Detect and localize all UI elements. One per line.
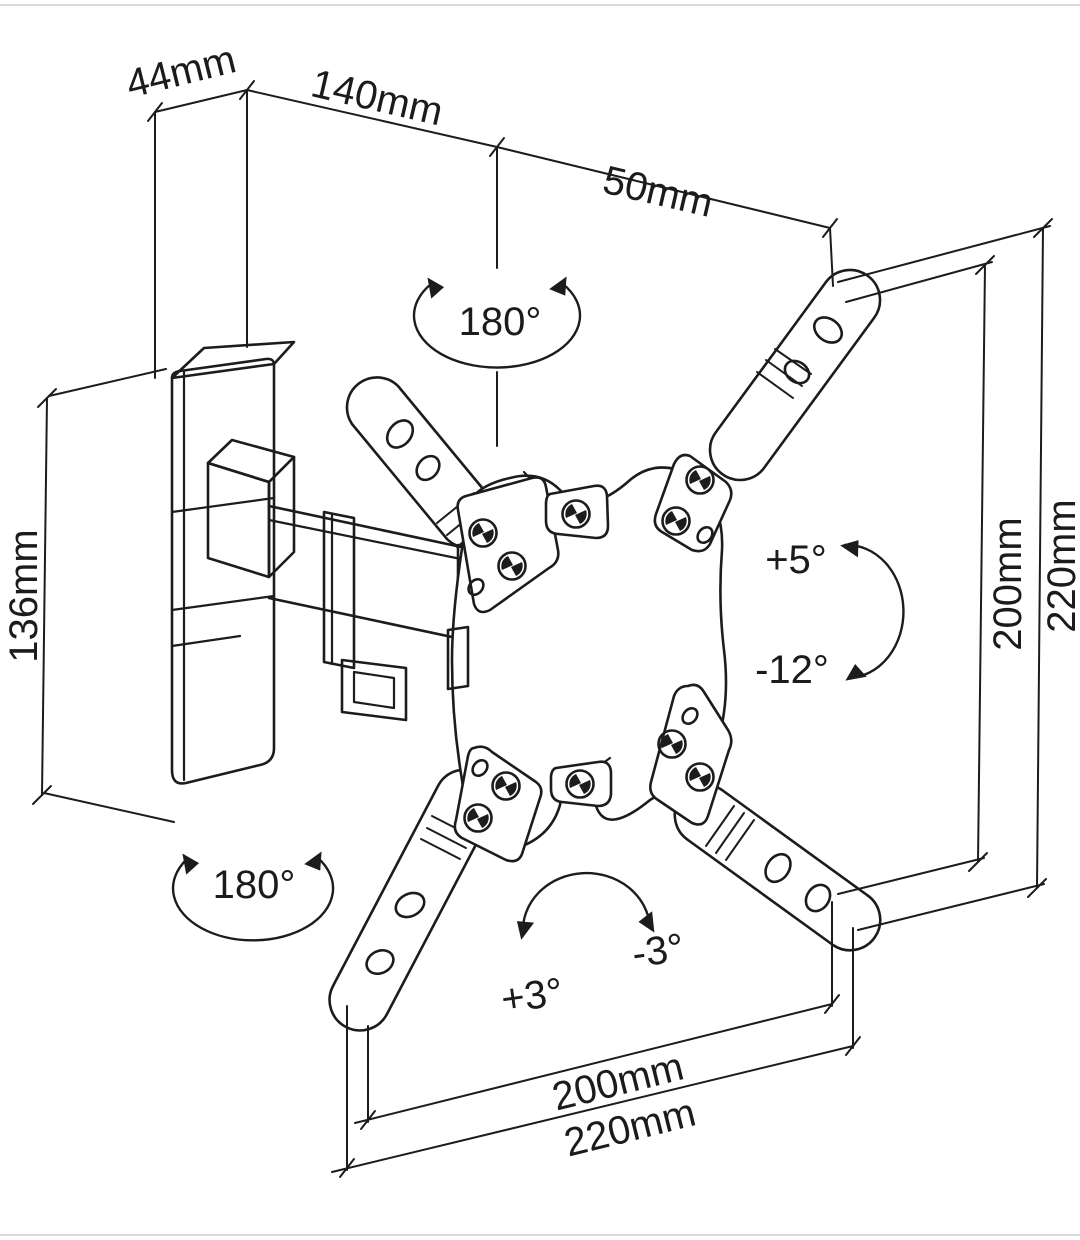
arm-hole [812,316,844,344]
vesa-pad-top-center [544,484,610,540]
arm-hole [415,454,441,482]
top-edge-artifact [0,4,1080,6]
wall-plate-top-face [170,340,296,380]
dimension-left-height [32,368,175,823]
level-adjust-arc [511,871,663,944]
arm-hole [783,359,811,385]
pivot-block-front [206,461,271,579]
rotation-label-bottom: 180° [212,863,296,907]
mounting-arm [206,438,482,722]
small-hole [471,758,489,778]
wall-plate-front-face [170,357,276,785]
tilt-label-up: +5° [765,538,827,582]
dimension-bottom-horizontal [331,901,861,1178]
arm-hole [804,883,832,913]
dim-label-vertical-inner: 200mm [986,517,1030,651]
beam-strap [322,510,356,670]
swivel-arc-top [412,270,582,369]
vesa-pad-bottom-right [649,683,733,826]
swivel-arc-bottom [171,845,335,942]
motion-arrows [171,270,905,944]
vesa-plate [446,453,733,863]
small-hole [696,525,714,545]
arm-hole [394,891,426,919]
fold-lines [705,805,755,861]
vesa-pad-bottom-left [453,745,543,863]
hinge-knuckle [446,625,470,691]
small-hole [681,706,699,726]
dimension-right-vertical [837,218,1053,931]
dimension-lines [32,80,1053,1178]
small-hole [467,577,485,597]
cable-hook [340,658,408,722]
dim-label-wall-height: 136mm [2,529,46,663]
vesa-pad-top-right [653,453,733,553]
level-label-left: +3° [498,969,566,1023]
fold-lines [756,348,812,399]
arm-hole [764,852,792,884]
tilt-label-down: -12° [755,648,829,692]
vesa-arm-top-right [708,268,882,482]
rotation-label-top: 180° [458,300,542,344]
bottom-edge-artifact [0,1234,1080,1236]
level-label-right: -3° [629,925,687,977]
dim-label-vertical-outer: 220mm [1040,499,1080,633]
arm-hole [385,419,415,449]
vesa-pad-bottom-center [549,760,613,808]
dimension-chain-top [147,80,838,447]
wall-plate [170,340,296,785]
arm-hole [365,948,395,976]
tilt-arc [837,535,905,689]
vesa-pad-top-left [456,476,560,614]
pivot-block-side [267,455,296,579]
